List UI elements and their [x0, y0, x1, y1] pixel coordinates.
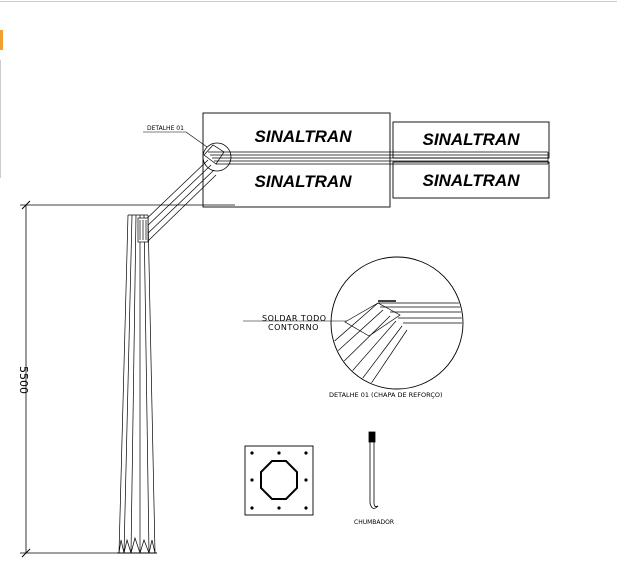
sign-text-right-bottom: SINALTRAN	[423, 171, 521, 190]
detail-callout-label: DETALHE 01	[147, 125, 184, 132]
sign-text-right-top: SINALTRAN	[423, 130, 521, 149]
height-dimension-label: 5500	[17, 366, 30, 394]
weld-label-line2: CONTORNO	[268, 323, 319, 332]
sign-panel-left: SINALTRAN SINALTRAN	[202, 112, 391, 208]
detail-01-magnified: SOLDAR TODO CONTORNO DETALHE 01 (CHAPA D…	[243, 256, 464, 399]
detail-circle	[330, 256, 464, 390]
anchor-caption: CHUMBADOR	[354, 519, 394, 526]
sign-text-left-bottom: SINALTRAN	[255, 172, 353, 191]
anchor-bolt	[368, 431, 379, 509]
sign-text-left-top: SINALTRAN	[255, 127, 353, 146]
sign-panel-right: SINALTRAN SINALTRAN	[392, 121, 550, 199]
pole	[117, 214, 157, 554]
height-dimension: 5500	[17, 200, 235, 558]
anchor-bolt-holes	[250, 451, 308, 510]
weld-label-line1: SOLDAR TODO	[262, 314, 327, 323]
detail-caption: DETALHE 01 (CHAPA DE REFORÇO)	[329, 391, 443, 399]
cantilever-arm	[137, 144, 549, 243]
detail-leader	[185, 131, 208, 148]
base-plate	[244, 445, 314, 516]
accent-tab	[0, 30, 3, 50]
